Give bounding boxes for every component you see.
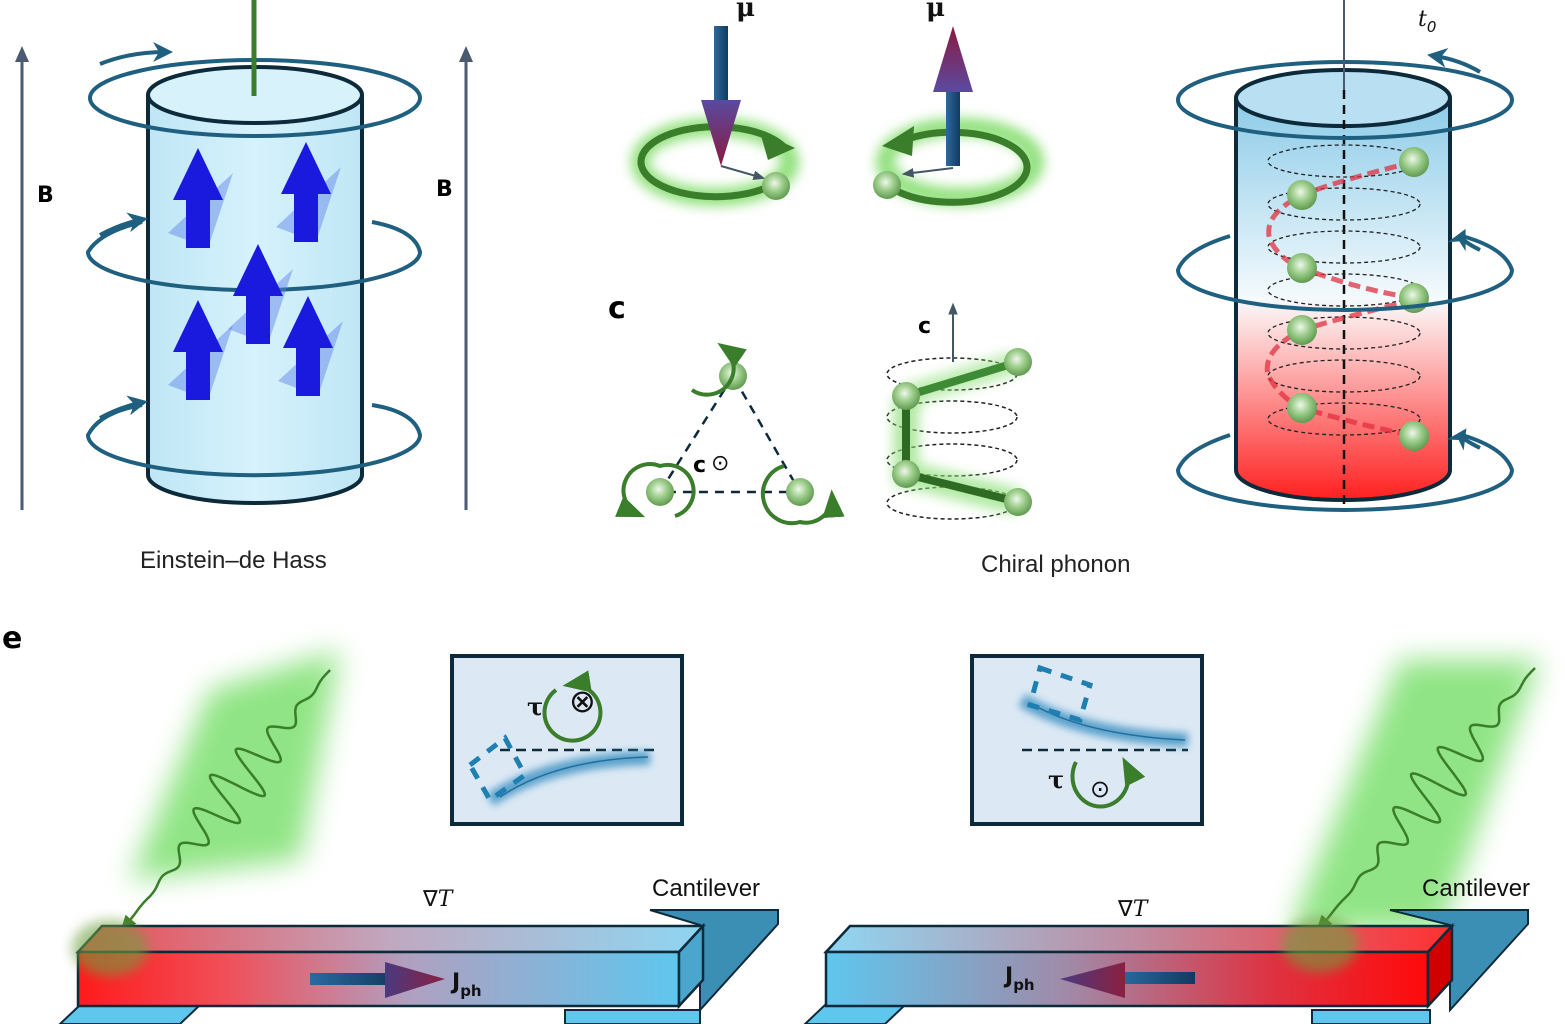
atom-right <box>873 171 901 199</box>
atom-helix-4 <box>1004 488 1032 516</box>
mu-label-left: μ <box>736 0 755 23</box>
torsion-atom-7 <box>1399 421 1429 451</box>
mu-shaft-down <box>714 26 728 106</box>
c-axis-label-helix: c <box>918 314 931 339</box>
torque-rotation-right <box>1070 757 1146 809</box>
spin-arrow-shaft <box>296 344 320 396</box>
spin-arrow-shaft <box>246 292 270 344</box>
deflected-beam-left <box>499 756 649 798</box>
atom-helix-1 <box>1004 348 1032 376</box>
gradient-label-left: ∇T <box>422 887 455 912</box>
spin-arrow-shaft <box>186 196 210 248</box>
spin-arrow-shaft <box>186 348 210 400</box>
current-ring-bottom <box>85 403 423 478</box>
edh-caption: Einstein–de Hass <box>140 547 327 574</box>
laser-glow-right <box>1290 660 1540 930</box>
mu-arrow-down <box>701 100 741 166</box>
tau-label-right: τ <box>1048 765 1064 794</box>
atom-tri-left <box>646 478 674 506</box>
torque-rotation-left <box>542 670 603 743</box>
panel-letter-e: e <box>2 621 22 656</box>
jph-label-left: Jph <box>450 970 482 1000</box>
bond-1 <box>904 358 1020 400</box>
bond-3 <box>905 470 1019 506</box>
phonon-torque-panel: e Jph ∇T Cantilever <box>2 621 1540 1024</box>
b-label-left: B <box>37 183 54 208</box>
spin-arrow-head <box>173 148 223 200</box>
rotation-arrow-right <box>760 464 845 526</box>
atom-left <box>762 172 790 200</box>
rotation-arrow-top <box>690 342 747 397</box>
atom-tri-right <box>786 478 814 506</box>
mu-label-right: μ <box>926 0 945 23</box>
torsion-ring-middle <box>1175 234 1515 312</box>
torsion-atom-1 <box>1399 147 1429 177</box>
c-axis-out-of-page-icon: ⊙ <box>711 451 729 476</box>
b-label-right: B <box>436 177 453 202</box>
left-setup: Jph ∇T Cantilever τ ⊗ <box>58 650 779 1024</box>
spin-arrows <box>168 142 343 400</box>
laser-wave-left <box>119 669 331 933</box>
torsion-panel: t0 <box>1175 0 1515 512</box>
c-axis-label-triangle: c <box>693 453 706 478</box>
jph-arrow-left <box>1060 962 1125 998</box>
triangle-lattice <box>657 373 803 494</box>
laser-glow-left <box>130 650 340 880</box>
cantilever-mount-right <box>1389 909 1529 1013</box>
torsion-atom-2 <box>1287 180 1317 210</box>
cantilever-label-left: Cantilever <box>652 875 760 902</box>
orbit-arrow-left <box>760 132 795 160</box>
einstein-de-haas-panel: B B Einstein–de Hass <box>15 0 473 574</box>
helix-trajectory-upper <box>1266 159 1415 301</box>
cantilever-mount-left <box>649 909 779 1013</box>
spin-arrow-head <box>233 244 283 296</box>
torsion-atom-6 <box>1287 393 1317 423</box>
chiral-phonon-caption: Chiral phonon <box>981 551 1130 578</box>
deflected-beam-right <box>1029 702 1186 741</box>
orbit-arrow-right <box>882 126 914 156</box>
spin-arrow-head <box>173 300 223 352</box>
tau-label-left: τ <box>527 692 543 721</box>
right-setup: Jph ∇T Cantilever τ ⊙ <box>803 654 1540 1024</box>
torsion-atom-5 <box>1287 315 1317 345</box>
rotation-arrow-left <box>615 462 696 518</box>
torsion-ring-top <box>1176 99 1514 140</box>
time-label: t0 <box>1418 7 1436 36</box>
spin-arrow-shaft <box>294 190 318 242</box>
gradient-label-right: ∇T <box>1117 897 1150 922</box>
mu-shaft-up <box>946 88 960 166</box>
helix-trajectory-lower <box>1264 297 1415 439</box>
torsion-atom-3 <box>1287 253 1317 283</box>
jph-arrow-right <box>385 962 445 998</box>
atom-helix-3 <box>892 460 920 488</box>
orbit-left <box>637 123 788 201</box>
b-field-arrowhead-right <box>459 46 473 62</box>
torsion-ring-bottom <box>1175 433 1515 512</box>
spin-arrow-head <box>281 142 331 194</box>
cantilever-label-right: Cantilever <box>1422 875 1530 902</box>
magnetic-moment-panel: μ μ <box>631 0 1044 206</box>
spin-arrow-head <box>283 296 333 348</box>
chiral-phonon-panel: c c ⊙ c Chiral phonon <box>608 291 1130 578</box>
current-ring-top <box>88 97 422 138</box>
mu-arrow-up <box>933 26 973 92</box>
into-page-icon: ⊗ <box>569 682 596 720</box>
jph-label-right: Jph <box>1003 964 1035 994</box>
b-field-arrowhead-left <box>15 46 29 62</box>
laser-wave-right <box>1315 667 1536 933</box>
atom-helix-2 <box>892 382 920 410</box>
out-of-page-icon: ⊙ <box>1090 775 1110 803</box>
panel-letter-c: c <box>608 291 626 326</box>
